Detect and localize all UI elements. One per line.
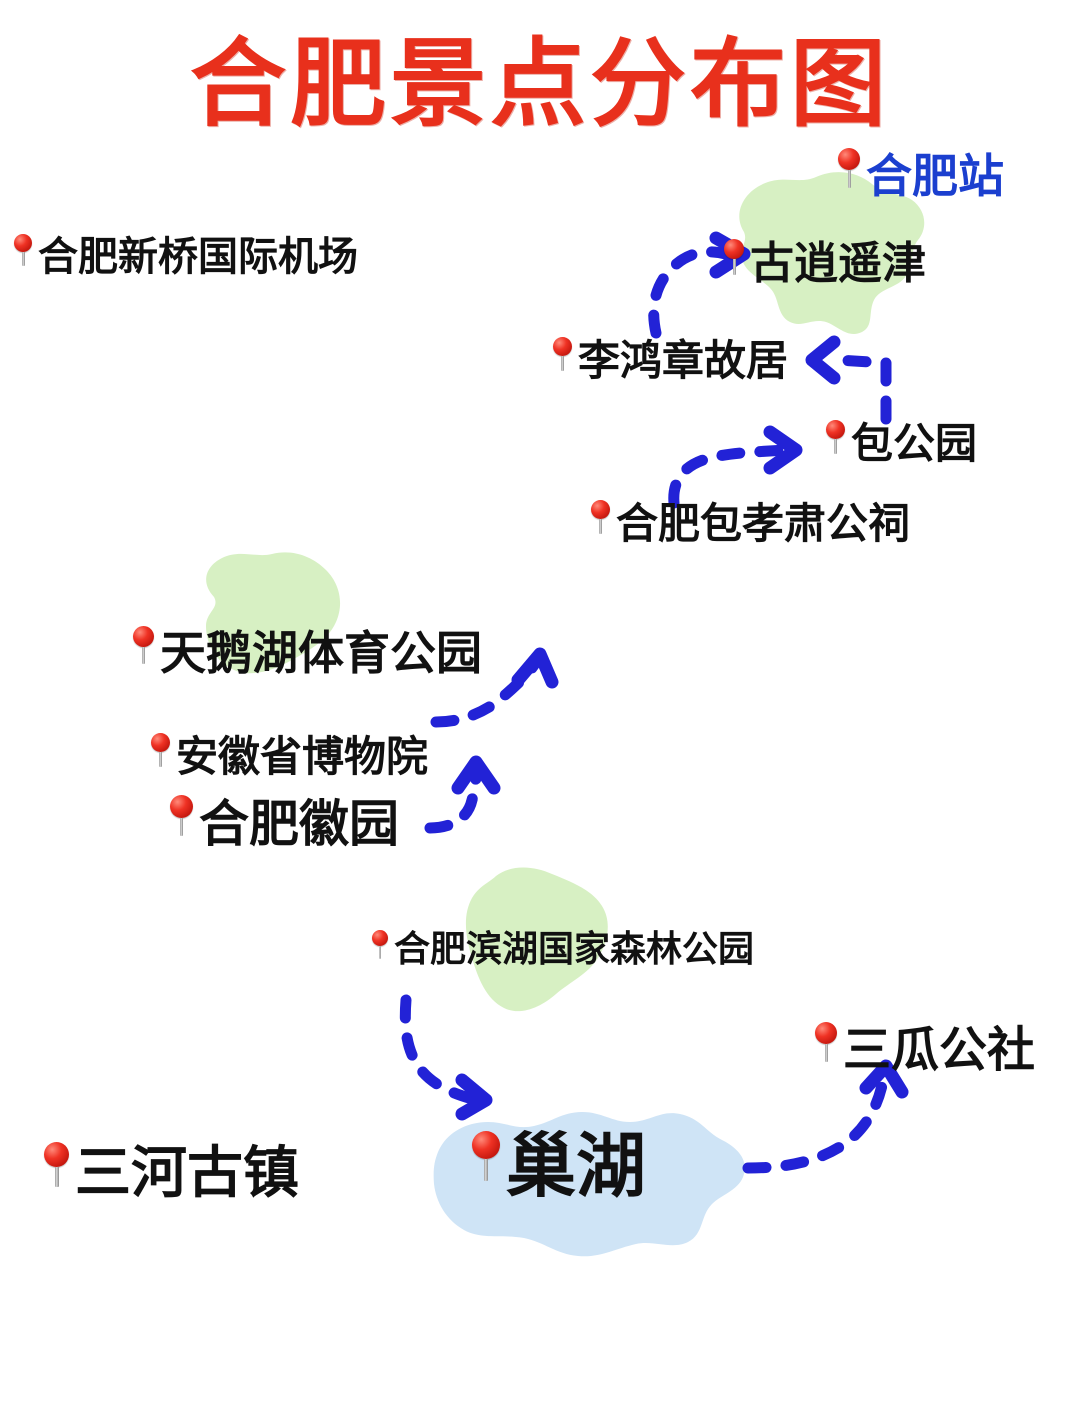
route-4-arrowhead bbox=[451, 755, 501, 795]
map-pin-icon bbox=[553, 337, 572, 371]
poi-label: 合肥包孝肃公祠 bbox=[616, 498, 911, 548]
poi-anhui-museum[interactable]: 安徽省博物院 bbox=[151, 733, 428, 780]
poi-label: 合肥滨湖国家森林公园 bbox=[394, 929, 755, 970]
map-pin-icon bbox=[724, 239, 744, 275]
poi-label: 合肥徽园 bbox=[199, 794, 399, 853]
region-binhu-shape bbox=[465, 867, 608, 1012]
poi-label: 合肥新桥国际机场 bbox=[38, 233, 358, 280]
poi-tianehu-sports-park[interactable]: 天鹅湖体育公园 bbox=[133, 626, 482, 679]
poi-sanhe-ancient-town[interactable]: 三河古镇 bbox=[44, 1142, 299, 1205]
poi-bao-xiaosu-temple[interactable]: 合肥包孝肃公祠 bbox=[591, 500, 910, 547]
route-5-arrowhead bbox=[511, 647, 559, 689]
poi-label: 包公园 bbox=[851, 418, 978, 468]
map-pin-icon bbox=[815, 1022, 837, 1062]
map-pin-icon bbox=[133, 626, 154, 664]
poi-chaohu-lake[interactable]: 巢湖 bbox=[472, 1131, 646, 1201]
map-pin-icon bbox=[170, 795, 193, 836]
poi-label: 李鸿章故居 bbox=[578, 335, 789, 385]
poi-label: 三河古镇 bbox=[75, 1140, 299, 1206]
map-pin-icon bbox=[472, 1131, 500, 1181]
poi-li-hongzhang-house[interactable]: 李鸿章故居 bbox=[553, 337, 788, 384]
map-pin-icon bbox=[14, 234, 32, 266]
poi-gu-xiaoyaojin[interactable]: 古逍遥津 bbox=[724, 239, 926, 289]
page-title: 合肥景点分布图 bbox=[190, 28, 890, 140]
map-pin-icon bbox=[372, 930, 388, 959]
poi-binhu-forest-park[interactable]: 合肥滨湖国家森林公园 bbox=[372, 930, 754, 970]
poi-hefei-station[interactable]: 合肥站 bbox=[838, 148, 1004, 203]
poi-label: 古逍遥津 bbox=[750, 238, 926, 289]
route-7-path bbox=[742, 1070, 890, 1174]
poi-label: 安徽省博物院 bbox=[176, 731, 429, 781]
map-pin-icon bbox=[591, 500, 610, 534]
map-pin-icon bbox=[44, 1142, 69, 1187]
route-1-arrowhead bbox=[763, 425, 803, 475]
poi-label: 合肥站 bbox=[866, 148, 1004, 203]
route-4-path bbox=[424, 762, 482, 834]
poi-label: 三瓜公社 bbox=[843, 1021, 1036, 1078]
region-north-shape bbox=[739, 172, 925, 335]
route-1-path bbox=[668, 444, 790, 509]
route-3-path bbox=[648, 246, 732, 339]
map-pin-icon bbox=[838, 148, 860, 188]
route-2-arrowhead bbox=[805, 335, 841, 385]
route-6-arrowhead bbox=[455, 1073, 493, 1121]
route-7-arrowhead bbox=[859, 1059, 909, 1099]
poi-label: 天鹅湖体育公园 bbox=[160, 625, 482, 680]
map-pin-icon bbox=[151, 733, 170, 767]
poi-sangua-commune[interactable]: 三瓜公社 bbox=[815, 1022, 1035, 1077]
poi-hefei-huiyuan[interactable]: 合肥徽园 bbox=[170, 795, 399, 852]
region-lake-shape bbox=[433, 1112, 745, 1257]
region-west-shape bbox=[206, 552, 341, 674]
route-6-path bbox=[399, 994, 482, 1106]
poi-label: 巢湖 bbox=[506, 1125, 646, 1207]
poi-xinqiao-airport[interactable]: 合肥新桥国际机场 bbox=[14, 234, 358, 279]
poi-baogong-park[interactable]: 包公园 bbox=[826, 420, 977, 467]
route-2-path bbox=[832, 354, 892, 425]
map-pin-icon bbox=[826, 420, 845, 454]
